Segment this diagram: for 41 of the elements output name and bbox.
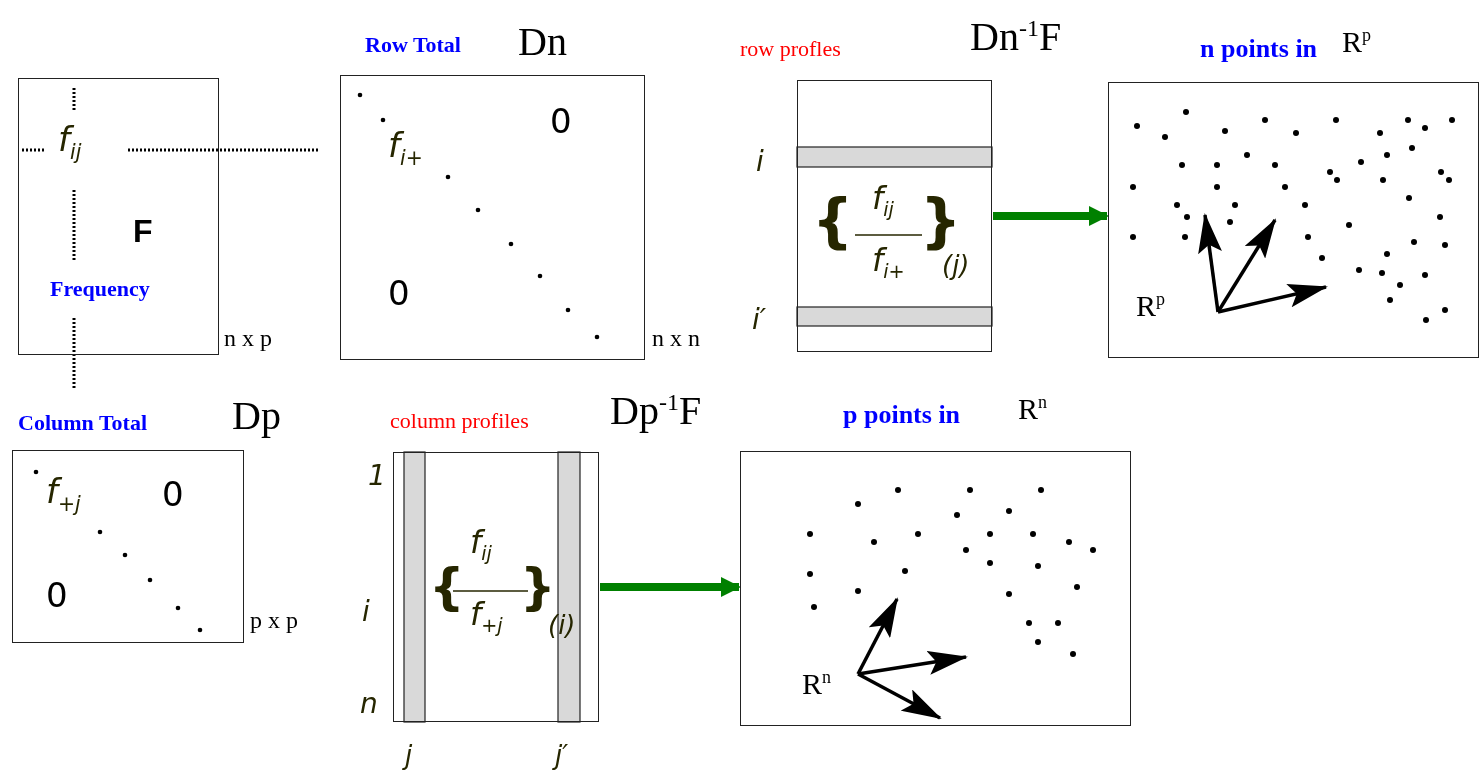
fraction-numerator: f$_{ij}$ (872, 182, 894, 220)
matrix-symbol: Dp$^{-1}$F (610, 390, 702, 432)
matrix-caption: row profles (740, 38, 841, 60)
matrix-caption: Row Total (365, 34, 461, 56)
matrix-caption: column profiles (390, 410, 529, 432)
row-index-label: i (756, 148, 764, 176)
row-index-label: i′ (752, 306, 767, 334)
brace: } (520, 562, 556, 612)
panel-caption: n points in (1200, 36, 1318, 62)
matrix-caption: Column Total (18, 412, 147, 434)
dimension-label: n x n (652, 326, 700, 350)
fraction-denominator: f$_{+j}$ (470, 598, 503, 636)
index-label: (i) (548, 612, 576, 638)
space-symbol: R$^{p}$ (1342, 26, 1371, 57)
row-index-label: i (362, 598, 370, 626)
fraction-numerator: f$_{ij}$ (470, 526, 492, 564)
space-symbol: R$^{p}$ (1136, 290, 1165, 321)
math-symbol: f$_{ij}$ (58, 122, 82, 163)
math-symbol: f$_{+j}$ (46, 474, 81, 515)
brace: { (812, 192, 854, 250)
panel-caption: p points in (843, 402, 961, 428)
matrix-caption: Frequency (50, 278, 150, 300)
zero-entry: 0 (550, 104, 572, 138)
matrix-symbol: Dn$^{-1}$F (970, 16, 1062, 58)
zero-entry: 0 (46, 578, 68, 612)
zero-entry: 0 (388, 276, 410, 310)
matrix-name: F (133, 215, 153, 247)
space-symbol: R$^{n}$ (1018, 393, 1047, 424)
matrix-symbol: Dn (518, 22, 567, 62)
brace: { (429, 562, 465, 612)
dimension-label: n x p (224, 326, 272, 350)
fraction-denominator: f$_{i+}$ (872, 244, 905, 282)
zero-entry: 0 (162, 477, 184, 511)
space-symbol: R$^{n}$ (802, 668, 831, 699)
dimension-label: p x p (250, 608, 298, 632)
index-label: (j) (942, 252, 970, 278)
row-index-label: n (360, 690, 378, 718)
matrix-symbol: Dp (232, 396, 281, 436)
math-symbol: f$_{i+}$ (388, 128, 423, 169)
brace: } (920, 192, 962, 250)
row-index-label: 1 (368, 462, 386, 490)
